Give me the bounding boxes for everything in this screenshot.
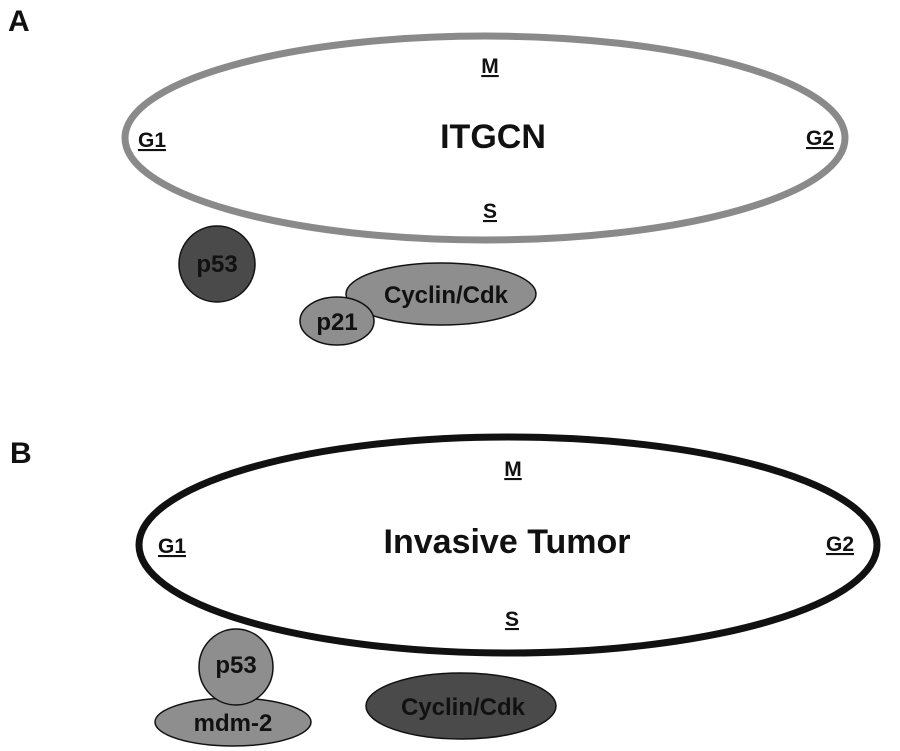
panel-b-phase-g1: G1 bbox=[158, 535, 186, 558]
panel-b-p53-label: p53 bbox=[215, 652, 256, 679]
panel-a-p21-label: p21 bbox=[316, 309, 357, 336]
panel-b-cyclin-cdk-blob bbox=[365, 672, 557, 740]
panel-a-letter: A bbox=[8, 5, 30, 38]
panel-a-p53-label: p53 bbox=[196, 251, 237, 278]
panel-a: A M G1 G2 S ITGCN p53 Cyclin/Cdk p21 bbox=[8, 5, 849, 346]
panel-a-cyclin-cdk-label: Cyclin/Cdk bbox=[384, 282, 509, 309]
panel-a-p53-blob bbox=[178, 225, 256, 303]
panel-b-letter: B bbox=[10, 437, 32, 470]
panel-a-p21-blob bbox=[299, 296, 375, 346]
panel-b-cyclin-cdk-label: Cyclin/Cdk bbox=[401, 694, 526, 721]
panel-b-title: Invasive Tumor bbox=[384, 523, 631, 561]
panel-a-phase-m: M bbox=[481, 55, 499, 78]
panel-b-phase-s: S bbox=[505, 608, 519, 631]
panel-b: B M G1 G2 S Invasive Tumor mdm-2 p53 Cyc… bbox=[10, 433, 881, 747]
panel-b-p53-blob bbox=[198, 628, 274, 706]
panel-b-phase-m: M bbox=[504, 458, 522, 481]
panel-a-phase-s: S bbox=[483, 200, 497, 223]
panel-a-title: ITGCN bbox=[440, 118, 546, 156]
panel-a-phase-g1: G1 bbox=[138, 129, 166, 152]
panel-b-mdm2-label: mdm-2 bbox=[194, 710, 273, 737]
panel-a-cell-cycle-ring bbox=[121, 32, 849, 244]
panel-a-cyclin-cdk-blob bbox=[345, 262, 537, 326]
panel-b-phase-g2: G2 bbox=[826, 533, 854, 556]
panel-b-cell-cycle-ring bbox=[135, 433, 881, 657]
panel-a-phase-g2: G2 bbox=[806, 127, 834, 150]
